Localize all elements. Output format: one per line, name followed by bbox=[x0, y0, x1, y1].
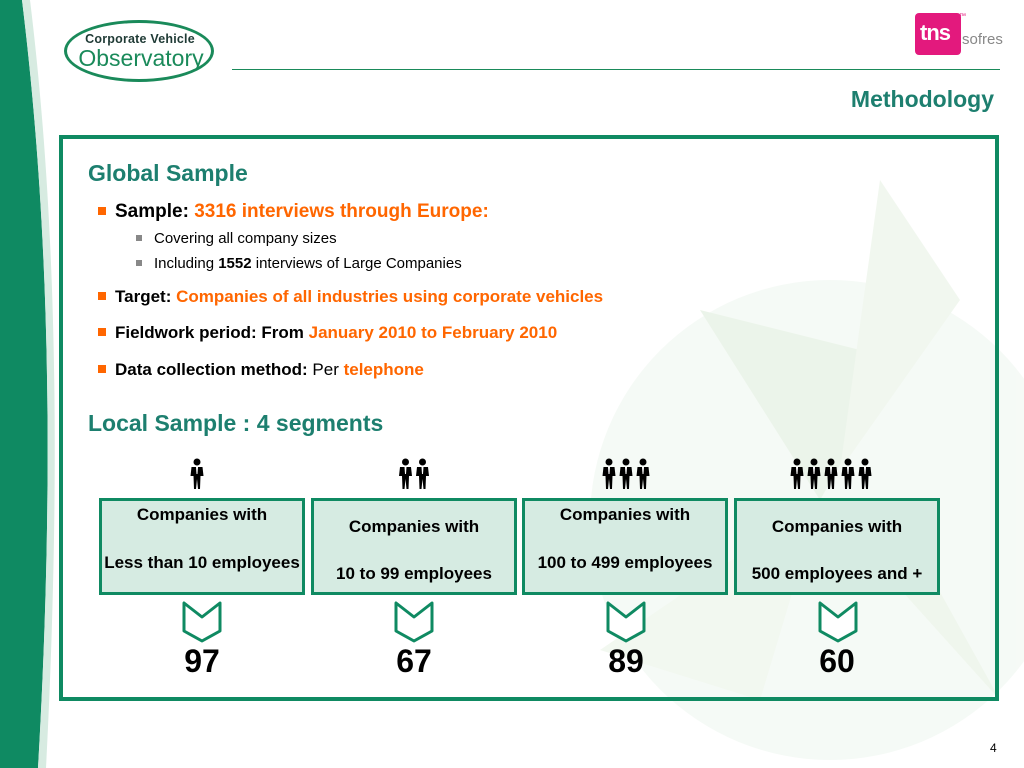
segment-4-line-1: Companies with bbox=[771, 517, 903, 536]
people-icon bbox=[790, 458, 872, 489]
sub-bullet-sizes-text: Covering all company sizes bbox=[154, 230, 337, 247]
segment-box-1: Companies with Less than 10 employees bbox=[99, 498, 305, 595]
method-label: Data collection method: bbox=[115, 360, 308, 379]
segment-3-count: 89 bbox=[608, 643, 644, 679]
sub-bullet-large-pre: Including bbox=[154, 255, 219, 272]
target-value: Companies of all industries using corpor… bbox=[176, 287, 604, 306]
fieldwork-label: Fieldwork period: From bbox=[115, 323, 309, 342]
sample-label: Sample: bbox=[115, 201, 189, 222]
person-figure-icon bbox=[602, 458, 616, 489]
arrow-down-icon bbox=[394, 601, 434, 643]
segment-2-count: 67 bbox=[396, 643, 432, 679]
global-sample-heading: Global Sample bbox=[88, 160, 248, 186]
segment-4-count: 60 bbox=[819, 643, 855, 679]
people-icon bbox=[602, 458, 650, 489]
bullet-method: Data collection method: Per telephone bbox=[98, 360, 424, 380]
sub-bullet-sizes: Covering all company sizes bbox=[136, 230, 337, 247]
target-label: Target: bbox=[115, 287, 172, 306]
bullet-target: Target: Companies of all industries usin… bbox=[98, 287, 603, 307]
person-figure-icon bbox=[190, 458, 204, 489]
person-figure-icon bbox=[636, 458, 650, 489]
orange-bullet-icon bbox=[98, 292, 106, 300]
bullet-fieldwork: Fieldwork period: From January 2010 to F… bbox=[98, 323, 557, 343]
people-icon bbox=[399, 458, 429, 489]
trademark-mark: ™ bbox=[959, 13, 966, 20]
person-figure-icon bbox=[807, 458, 821, 489]
segment-1-line-2: Less than 10 employees bbox=[104, 553, 300, 572]
grey-bullet-icon bbox=[136, 235, 142, 241]
segment-box-4: Companies with 500 employees and + bbox=[734, 498, 940, 595]
page-title: Methodology bbox=[850, 86, 994, 112]
segment-box-3: Companies with 100 to 499 employees bbox=[522, 498, 728, 595]
sub-bullet-large: Including 1552 interviews of Large Compa… bbox=[136, 255, 462, 272]
header-divider bbox=[232, 69, 1000, 70]
method-mid: Per bbox=[307, 360, 344, 379]
segment-3-line-1: Companies with bbox=[559, 505, 691, 524]
bullet-sample: Sample: 3316 interviews through Europe: bbox=[98, 201, 489, 223]
person-figure-icon bbox=[790, 458, 804, 489]
person-icon bbox=[190, 458, 204, 489]
segment-4-line-2: 500 employees and + bbox=[751, 564, 923, 583]
large-companies-count: 1552 bbox=[218, 255, 252, 272]
logo-line-1: Corporate Vehicle bbox=[85, 32, 195, 46]
segment-1-line-1: Companies with bbox=[136, 505, 268, 524]
person-figure-icon bbox=[824, 458, 838, 489]
person-figure-icon bbox=[619, 458, 633, 489]
local-sample-heading: Local Sample : 4 segments bbox=[88, 410, 384, 436]
tns-logo-text: tns bbox=[920, 20, 951, 45]
arrow-down-icon bbox=[606, 601, 646, 643]
logo-line-2: Observatory bbox=[78, 45, 204, 71]
arrow-down-icon bbox=[818, 601, 858, 643]
sample-value: 3316 interviews through Europe: bbox=[194, 201, 489, 222]
segment-2-line-1: Companies with bbox=[348, 517, 480, 536]
orange-bullet-icon bbox=[98, 365, 106, 373]
grey-bullet-icon bbox=[136, 260, 142, 266]
segment-box-2: Companies with 10 to 99 employees bbox=[311, 498, 517, 595]
page-number: 4 bbox=[990, 741, 997, 755]
content-frame bbox=[59, 135, 999, 701]
segment-1-count: 97 bbox=[184, 643, 220, 679]
segment-3-line-2: 100 to 499 employees bbox=[537, 553, 713, 572]
orange-bullet-icon bbox=[98, 328, 106, 336]
person-figure-icon bbox=[399, 458, 412, 489]
method-value: telephone bbox=[343, 360, 424, 379]
arrow-down-icon bbox=[182, 601, 222, 643]
tns-logo-box bbox=[915, 13, 961, 55]
sub-bullet-large-post: interviews of Large Companies bbox=[251, 255, 462, 272]
person-figure-icon bbox=[841, 458, 855, 489]
segment-2-line-2: 10 to 99 employees bbox=[336, 564, 492, 583]
orange-bullet-icon bbox=[98, 207, 106, 215]
tns-sofres-logo: tns ™ sofres bbox=[915, 13, 1005, 57]
logo-ring bbox=[64, 20, 214, 82]
corporate-vehicle-observatory-logo: Corporate Vehicle Observatory bbox=[64, 20, 216, 84]
person-figure-icon bbox=[416, 458, 429, 489]
sofres-logo-text: sofres bbox=[962, 31, 1003, 48]
fieldwork-value: January 2010 to February 2010 bbox=[308, 323, 558, 342]
person-figure-icon bbox=[858, 458, 872, 489]
